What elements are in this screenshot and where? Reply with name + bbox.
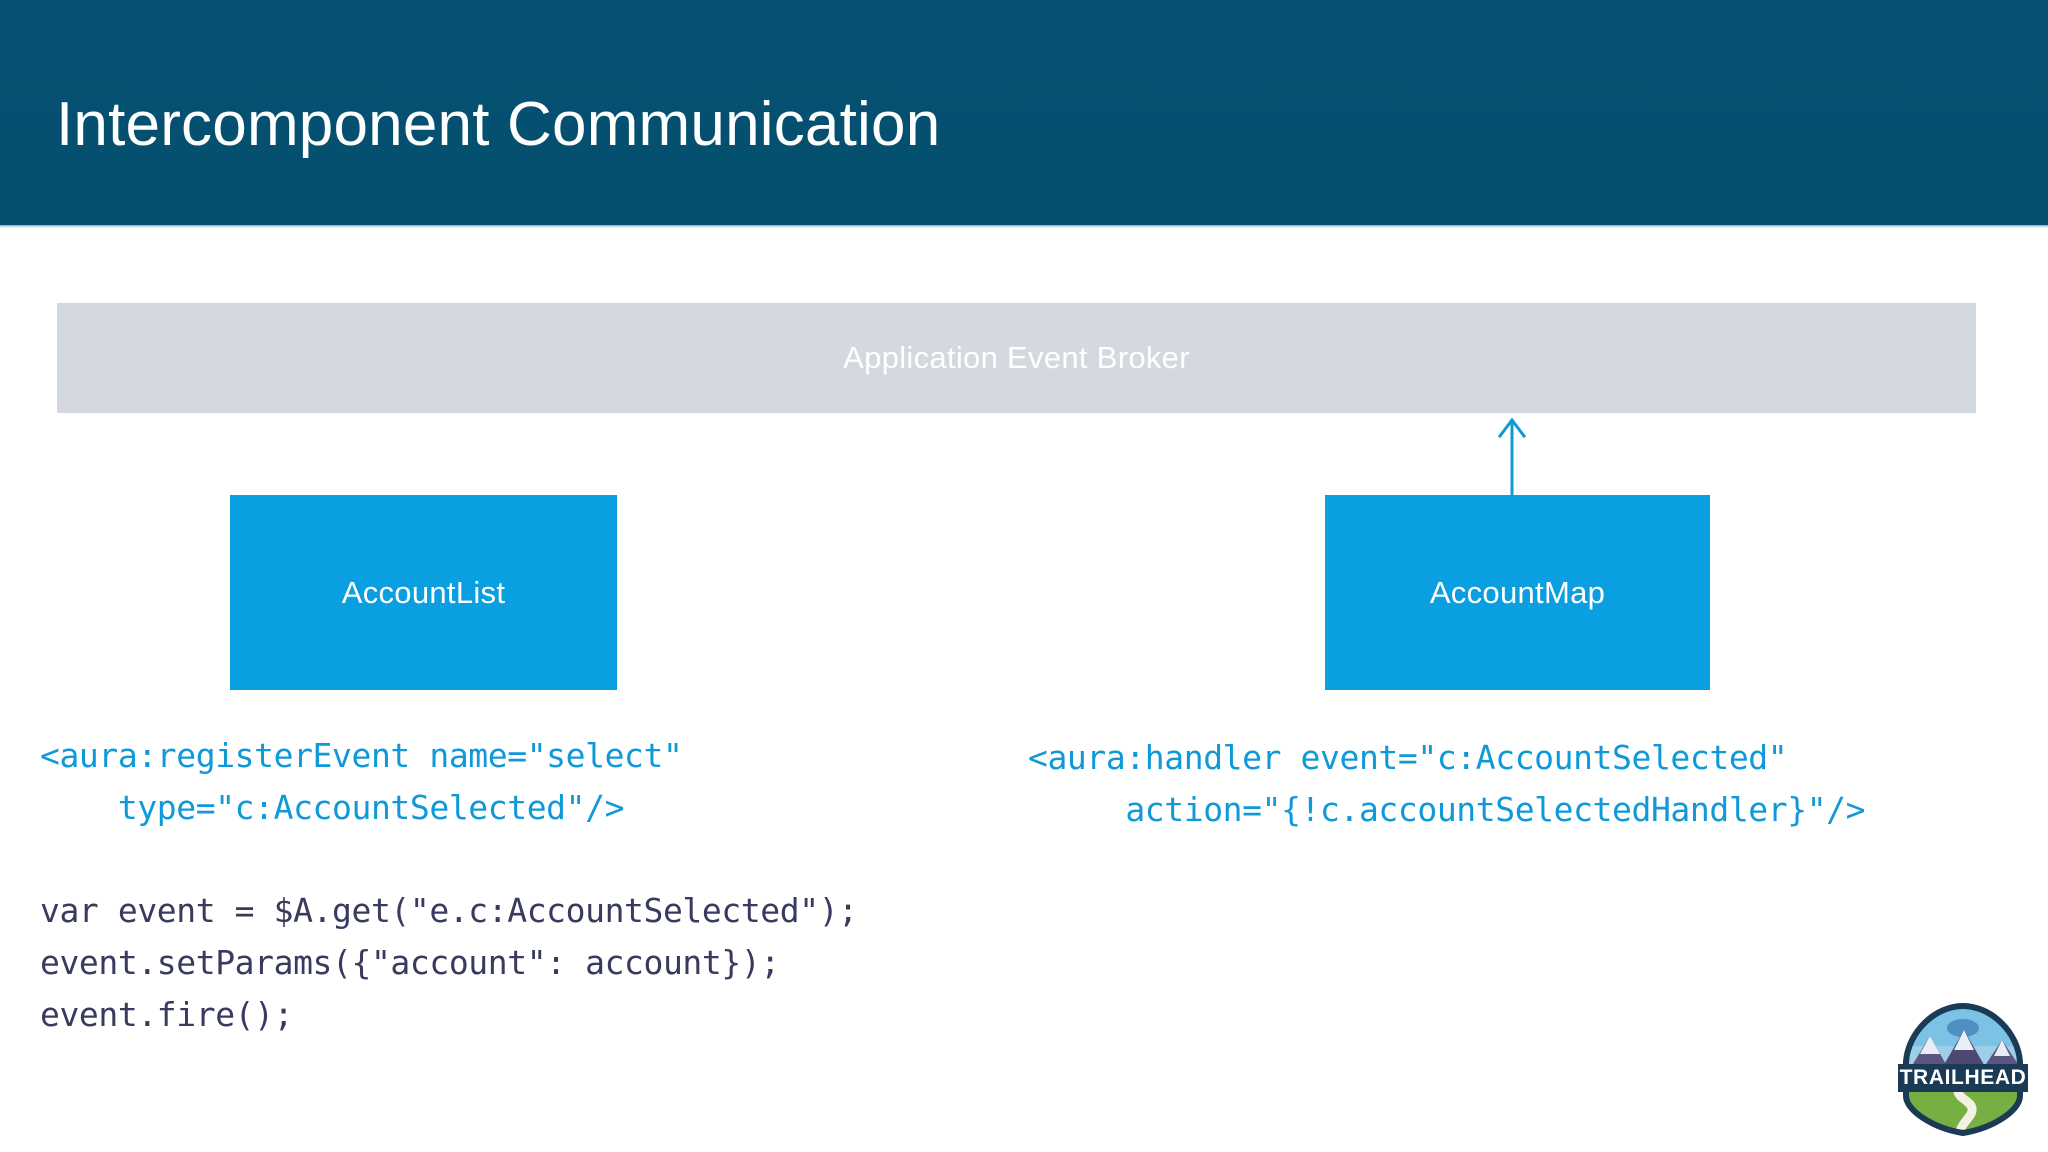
component-box-accountlist: AccountList [230, 495, 617, 690]
component-label-accountlist: AccountList [341, 574, 506, 610]
component-box-accountmap: AccountMap [1325, 495, 1710, 690]
trailhead-logo: TRAILHEAD [1898, 1002, 2028, 1137]
event-flow-arrow-icon [1497, 417, 1527, 498]
application-event-broker-bar: Application Event Broker [57, 303, 1976, 413]
code-aura-handler: <aura:handler event="c:AccountSelected" … [1028, 738, 1866, 829]
slide-header [0, 0, 2048, 225]
code-javascript-fire-event: var event = $A.get("e.c:AccountSelected"… [40, 891, 858, 1034]
page-title: Intercomponent Communication [56, 90, 941, 159]
trailhead-wordmark: TRAILHEAD [1900, 1066, 2027, 1089]
component-label-accountmap: AccountMap [1429, 574, 1606, 610]
broker-label: Application Event Broker [843, 340, 1190, 375]
header-divider [0, 225, 2048, 228]
code-register-event: <aura:registerEvent name="select" type="… [40, 736, 683, 827]
